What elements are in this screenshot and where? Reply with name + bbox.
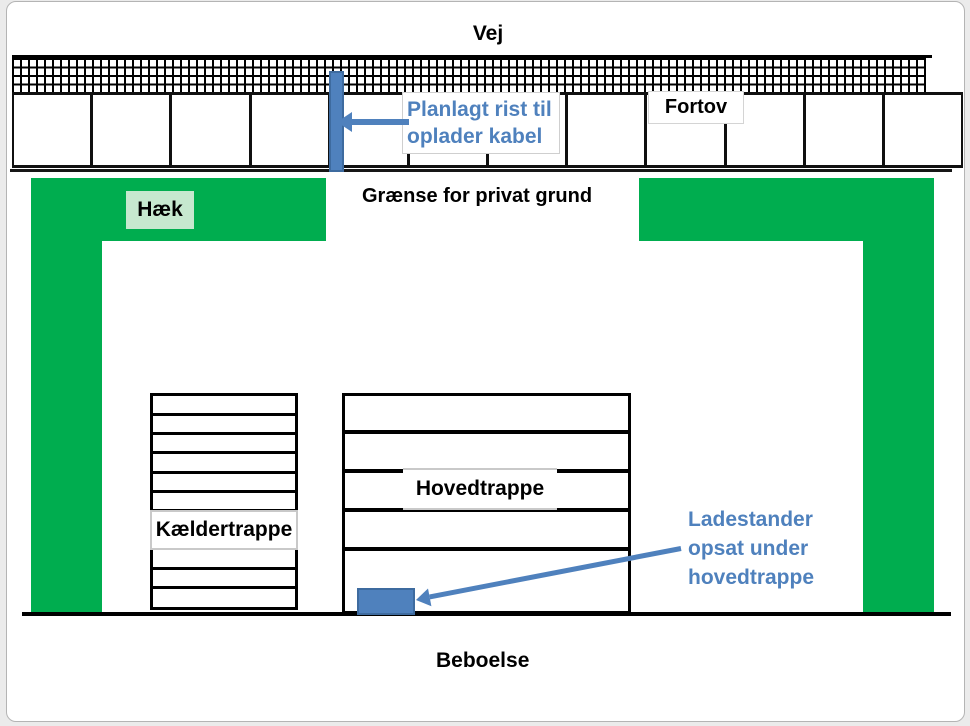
hedge-right-side — [863, 178, 934, 613]
road-label: Vej — [472, 22, 504, 45]
sidewalk-tile — [93, 95, 170, 165]
dwelling-label: Beboelse — [436, 649, 530, 672]
stair-step-line — [153, 567, 295, 570]
stair-step-line — [153, 586, 295, 589]
planned-grate-annotation-line2: oplader kabel — [407, 125, 543, 148]
main-staircase-label: Hovedtrappe — [415, 477, 545, 500]
hedge-label: Hæk — [137, 198, 183, 221]
main-staircase-label-box: Hovedtrappe — [403, 468, 557, 510]
road-edge-line — [12, 55, 932, 58]
sidewalk-tile — [251, 95, 328, 165]
property-boundary-line — [10, 169, 952, 172]
basement-staircase-label-box: Kældertrappe — [150, 510, 298, 550]
stair-step-line — [345, 547, 628, 551]
stair-step-line — [345, 430, 628, 434]
arrow-left-icon — [337, 112, 409, 132]
main-staircase: Hovedtrappe — [342, 393, 631, 614]
hedge-label-box: Hæk — [126, 191, 194, 229]
sidewalk-tile — [805, 95, 882, 165]
property-boundary-label: Grænse for privat grund — [362, 185, 593, 207]
charger-annotation-line1: Ladestander — [688, 508, 813, 531]
house-wall-line — [22, 612, 951, 616]
charger-annotation-line3: hovedtrappe — [688, 566, 815, 589]
planned-grate-annotation-line1: Planlagt rist til — [407, 98, 552, 121]
charger-annotation-line2: opsat under — [688, 537, 809, 560]
sidewalk-tile — [172, 95, 249, 165]
stair-step-line — [153, 451, 295, 454]
basement-staircase: Kældertrappe — [150, 393, 298, 610]
stair-step-line — [153, 471, 295, 474]
charger-box — [357, 588, 415, 615]
stair-step-line — [153, 490, 295, 493]
planned-grate-annotation: Planlagt rist til oplader kabel — [402, 92, 560, 154]
stair-step-line — [153, 413, 295, 416]
hedge-left-side — [31, 178, 102, 613]
sidewalk-tile — [884, 95, 962, 165]
charger-annotation: Ladestander opsat under hovedtrappe — [688, 505, 814, 592]
stair-step-line — [345, 508, 628, 512]
sidewalk-tile — [14, 95, 91, 165]
basement-staircase-label: Kældertrappe — [155, 518, 293, 541]
sidewalk-tile — [568, 95, 645, 165]
sidewalk-label-box: Fortov — [648, 91, 744, 124]
sidewalk-label: Fortov — [664, 96, 728, 118]
road-hatch-band — [12, 58, 926, 92]
stair-step-line — [153, 432, 295, 435]
